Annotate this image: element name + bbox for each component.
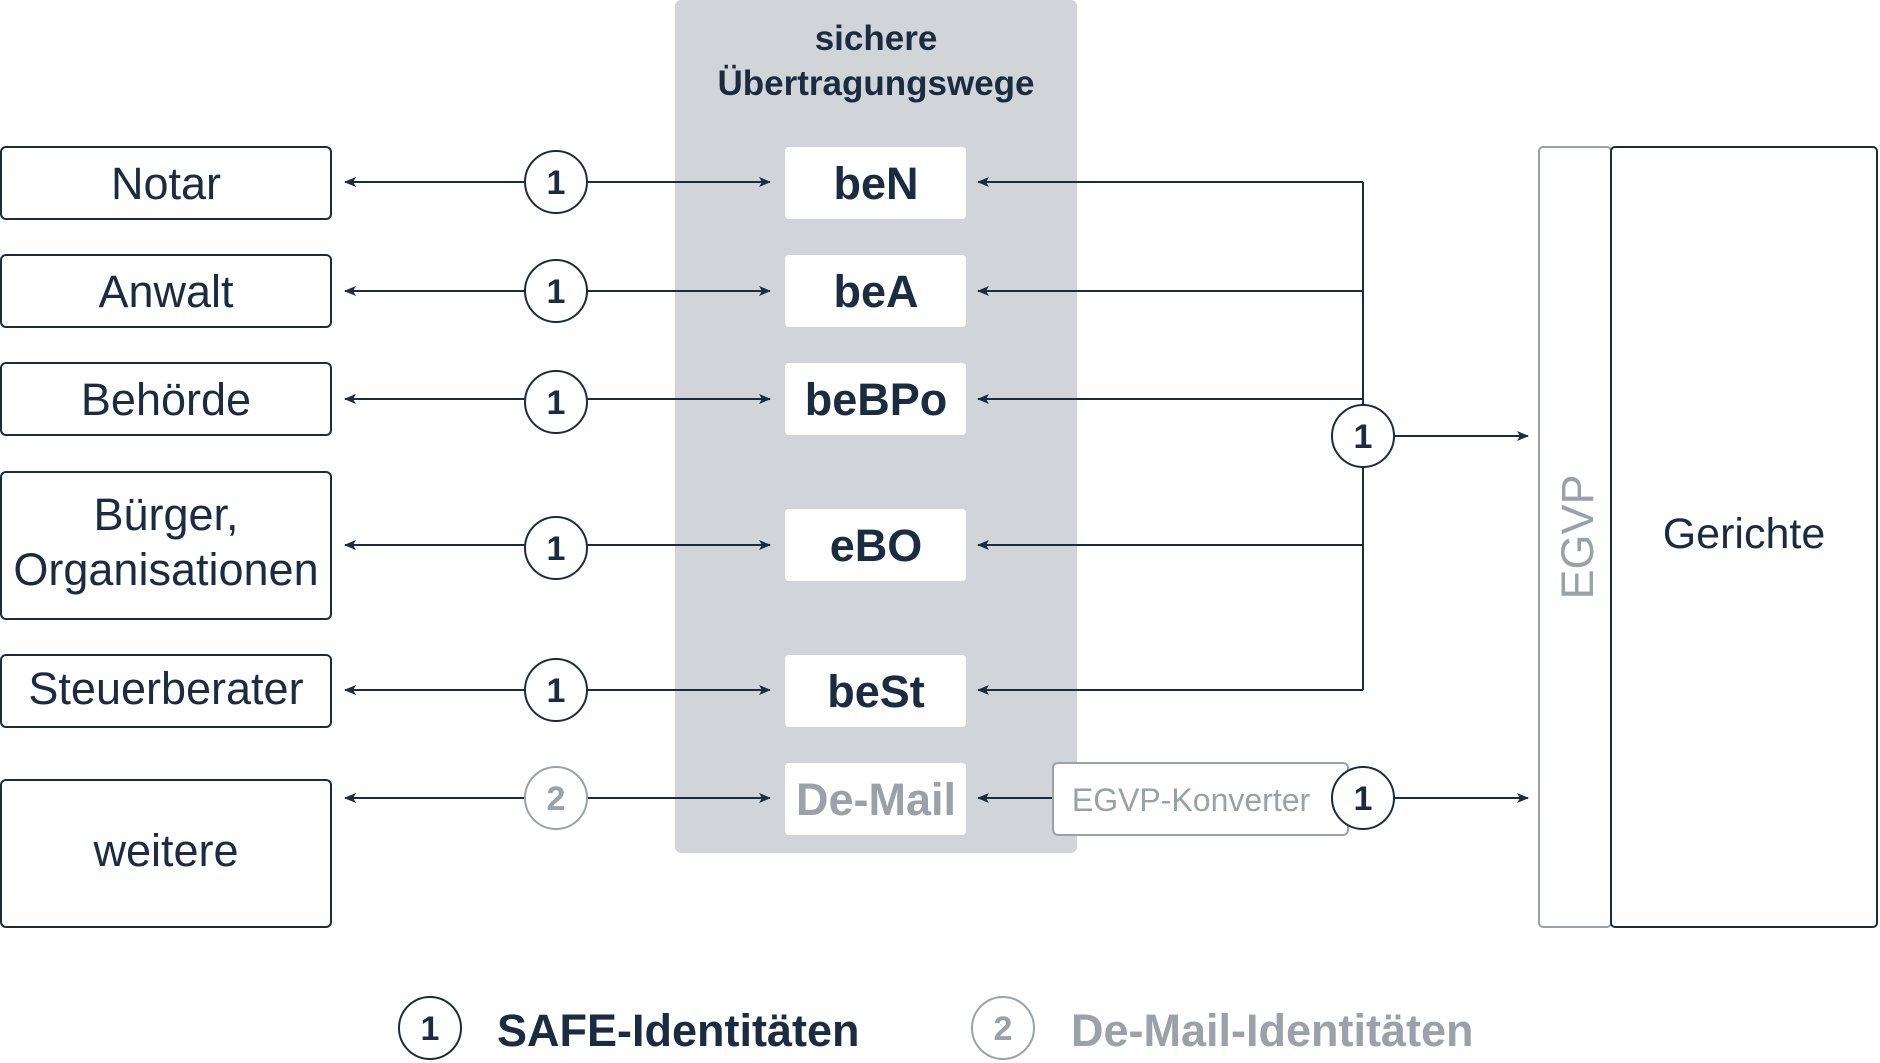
svg-text:2: 2 (547, 780, 566, 818)
legend-label: SAFE-Identitäten (497, 1005, 860, 1056)
svg-text:1: 1 (547, 530, 566, 568)
legend-demail: 2 De-Mail-Identitäten (971, 996, 1474, 1060)
badge-ben: 1 (524, 150, 588, 214)
party-label: Notar (111, 158, 221, 209)
svg-text:1: 1 (547, 164, 566, 202)
channel-label: beSt (827, 666, 925, 717)
channel-ebo: eBO (785, 509, 966, 581)
channel-label: beA (833, 266, 918, 317)
svg-text:1: 1 (547, 672, 566, 710)
column-header-line1: sichere (815, 19, 938, 58)
svg-text:1: 1 (1354, 780, 1373, 818)
channel-label: beN (833, 158, 918, 209)
channel-bebpo: beBPo (785, 363, 966, 435)
badge-ebo: 1 (524, 516, 588, 580)
badge-best: 1 (524, 658, 588, 722)
party-label: weitere (92, 825, 238, 876)
legend-label: De-Mail-Identitäten (1071, 1005, 1474, 1056)
channel-ben: beN (785, 147, 966, 219)
column-header-line2: Übertragungswege (718, 64, 1035, 103)
egvp-label: EGVP (1552, 474, 1603, 599)
svg-text:1: 1 (1354, 418, 1373, 456)
channel-best: beSt (785, 655, 966, 727)
channel-demail: De-Mail (785, 763, 966, 835)
legend-safe: 1 SAFE-Identitäten (398, 996, 860, 1060)
egvp-block: EGVP (1538, 146, 1612, 928)
party-label-line2: Organisationen (13, 544, 318, 595)
party-anwalt: Anwalt (0, 254, 332, 328)
converter-label: EGVP-Konverter (1072, 782, 1311, 818)
party-label: Steuerberater (28, 663, 303, 714)
channel-label: eBO (830, 520, 923, 571)
party-steuerberater: Steuerberater (0, 654, 332, 728)
court-block: Gerichte (1610, 146, 1878, 928)
egvp-converter: EGVP-Konverter (977, 762, 1529, 836)
badge-bea: 1 (524, 259, 588, 323)
svg-text:1: 1 (547, 273, 566, 311)
channel-bea: beA (785, 255, 966, 327)
court-label: Gerichte (1663, 510, 1826, 558)
party-weitere: weitere (0, 779, 332, 928)
party-label: Behörde (81, 374, 251, 425)
party-label: Anwalt (98, 266, 234, 317)
badge-converter: 1 (1331, 766, 1395, 830)
collector-lines (977, 177, 1529, 695)
channel-label: beBPo (805, 374, 948, 425)
badge-bebpo: 1 (524, 370, 588, 434)
legend-badge: 2 (994, 1010, 1013, 1048)
party-behoerde: Behörde (0, 362, 332, 436)
channel-label: De-Mail (796, 774, 956, 825)
party-buerger: Bürger, Organisationen (0, 471, 332, 620)
badge-collector: 1 (1331, 404, 1395, 468)
badge-demail: 2 (524, 766, 588, 830)
party-label-line1: Bürger, (93, 489, 238, 540)
svg-text:1: 1 (547, 384, 566, 422)
legend-badge: 1 (421, 1010, 440, 1048)
party-notar: Notar (0, 146, 332, 220)
